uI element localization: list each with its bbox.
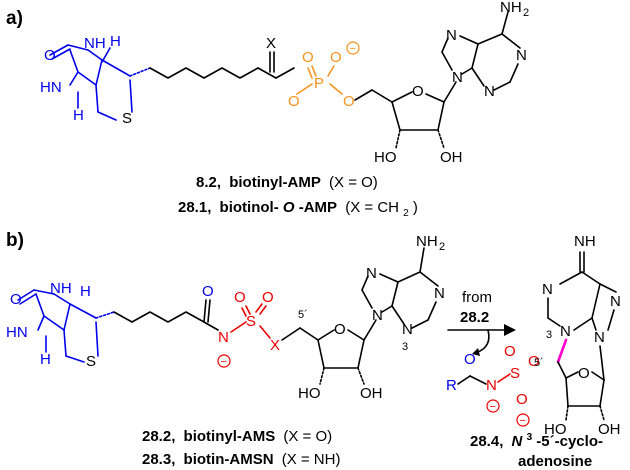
phosphate-o-ester: O <box>343 93 355 110</box>
leaving-minus-n: − <box>490 401 496 413</box>
product-imine-nh: NH <box>574 233 596 250</box>
ribose-ho-b: HO <box>298 385 321 402</box>
product-n9: N <box>594 329 605 346</box>
adenine-n1-a: N <box>516 47 527 64</box>
biotin-nh-top-a: NH <box>84 35 106 52</box>
phosphate-group: O P O O − O <box>288 41 373 110</box>
product-n3: N <box>560 323 571 340</box>
leaving-s: S <box>510 365 520 382</box>
adenine-nh2-sub-b: 2 <box>439 241 445 253</box>
biotin-moiety-a: O NH HN H H S <box>40 33 259 127</box>
arrow-label-source: 28.2 <box>460 309 489 326</box>
leaving-o1: O <box>504 343 516 360</box>
caption-b: 28.2, biotinyl-AMS (X = O) 28.3, biotin-… <box>142 428 340 468</box>
sulfamoyl-o1: O <box>234 289 246 306</box>
biotinyl-amp-structure: O NH HN H H S X O P O O − O <box>40 0 529 166</box>
biotin-o-a: O <box>44 47 56 64</box>
caption-a-line1: 8.2, biotinyl-AMP (X = O) <box>196 174 378 191</box>
product-caption-line1: 28.4, N 3 -5´-cyclo- <box>470 427 603 450</box>
caption-b-line1: 28.2, biotinyl-AMS (X = O) <box>142 428 332 445</box>
product-oh: OH <box>598 421 621 438</box>
adenine-n3-b: N <box>402 321 413 338</box>
leaving-group: R O N − S O O O − <box>446 343 540 427</box>
biotinyl-ams-structure: O NH HN H H S O N − S O O X <box>6 233 445 402</box>
adenine-n9-a: N <box>452 69 463 86</box>
adenine-nh2-sub-a: 2 <box>523 7 529 19</box>
caption-a-line2: 28.1, biotinol- O -AMP (X = CH 2 ) <box>178 199 418 220</box>
adenine-nh2-b: NH <box>416 233 438 250</box>
phosphate-o-bridge: O <box>288 93 300 110</box>
caption-a: 8.2, biotinyl-AMP (X = O) 28.1, biotinol… <box>178 174 418 220</box>
reaction-arrow: from 28.2 <box>447 289 516 356</box>
sulfamoyl-s: S <box>246 313 256 330</box>
adenine-n7-b: N <box>366 265 377 282</box>
product-caption: 28.4, N 3 -5´-cyclo- adenosine <box>470 427 603 470</box>
adenine-a: N N N N NH 2 <box>441 0 529 100</box>
phosphate-o-double: O <box>302 49 314 66</box>
x-label-a: X <box>266 35 276 52</box>
adenine-n3-a: N <box>484 83 495 100</box>
product-n3-label: 3 <box>546 329 552 341</box>
panel-a-label: a) <box>6 8 23 29</box>
arrow-label-from: from <box>462 289 492 306</box>
x-label-b: X <box>270 337 280 354</box>
biotin-o-b: O <box>10 291 22 308</box>
leaving-o2: O <box>528 353 540 370</box>
product-n7: N <box>610 293 621 310</box>
product-n1: N <box>542 281 553 298</box>
caption-b-line2: 28.3, biotin-AMSN (X = NH) <box>142 451 340 468</box>
adenine-b: N N N N 3 NH 2 <box>361 233 445 353</box>
sulfamoyl-n: N <box>218 329 229 346</box>
leaving-n: N <box>486 377 497 394</box>
leaving-o: O <box>464 351 476 368</box>
ribose-o-a: O <box>412 83 424 100</box>
ribose-o-b: O <box>334 321 346 338</box>
sulfamoyl-o2: O <box>262 289 274 306</box>
adenine-n9-b: N <box>372 307 383 324</box>
leaving-r: R <box>446 377 457 394</box>
phosphate-minus-sign: − <box>350 43 356 55</box>
leaving-minus-o: − <box>520 415 526 427</box>
biotin-h-bottom-a: H <box>73 107 84 124</box>
amide-o: O <box>202 283 214 300</box>
panel-b-label: b) <box>6 230 24 251</box>
ribose-ho-a: HO <box>374 149 397 166</box>
adenine-n7-a: N <box>446 27 457 44</box>
sulfamoyl-minus-sign: − <box>221 356 227 368</box>
cycloadenosine-structure: NH N N 3 N N 5´ O HO OH <box>534 233 621 438</box>
ribose-b: 5´ O HO OH <box>298 309 383 402</box>
ribose-oh-a: OH <box>440 149 463 166</box>
biotin-h-top-b: H <box>80 283 91 300</box>
phosphate-p: P <box>314 75 324 92</box>
leaving-o3: O <box>516 391 528 408</box>
biotin-moiety-b: O NH HN H H S <box>6 280 205 370</box>
product-caption-line2: adenosine <box>518 453 592 470</box>
c5-prime-label-b: 5´ <box>298 309 308 321</box>
product-c5-prime: 5´ <box>534 357 544 369</box>
sulfamoyl-linker: N − S O O X <box>217 289 301 368</box>
biotin-h-bottom-b: H <box>40 351 51 368</box>
n3-label-b: 3 <box>402 341 408 353</box>
adenine-nh2-a: NH <box>500 0 522 16</box>
biotin-s-b: S <box>86 353 96 370</box>
biotin-s-a: S <box>122 110 132 127</box>
biotin-hn-b: HN <box>6 324 28 341</box>
product-ho: HO <box>544 421 567 438</box>
product-ribose-o: O <box>578 365 590 382</box>
biotin-nh-top-b: NH <box>50 280 72 297</box>
biotin-hn-a: HN <box>40 79 62 96</box>
ribose-a: O HO OH <box>371 81 463 166</box>
phosphate-o-minus: O <box>330 49 342 66</box>
adenine-n1-b: N <box>434 285 445 302</box>
ribose-oh-b: OH <box>360 385 383 402</box>
biotin-h-top-a: H <box>110 33 121 50</box>
